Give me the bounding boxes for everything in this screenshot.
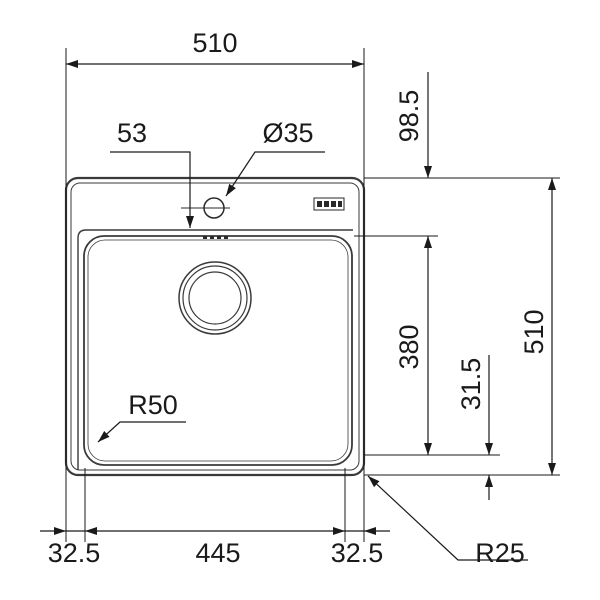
dim-line-corner-radius	[367, 475, 528, 561]
extension-lines	[65, 48, 560, 542]
label-height-right: 510	[519, 309, 549, 354]
label-bowl-width: 445	[195, 538, 240, 568]
drain-outlet	[178, 261, 252, 335]
drain-inner-ring	[188, 271, 242, 325]
label-tap-hole: Ø35	[262, 118, 313, 148]
dim-line-bowl-radius	[97, 421, 186, 443]
label-tap-offset: 53	[117, 118, 147, 148]
bowl-inner-outline	[87, 239, 349, 462]
label-bowl-depth: 380	[394, 324, 424, 369]
sink-body	[64, 176, 366, 477]
label-width-top: 510	[192, 28, 237, 58]
label-rim-left: 32.5	[48, 538, 101, 568]
drain-outer-ring	[178, 261, 252, 335]
sink-inner-rim	[70, 182, 360, 471]
dim-line-tap-hole	[225, 151, 325, 197]
label-bowl-radius: R50	[128, 390, 178, 420]
overflow-slot-icon	[313, 197, 345, 211]
drain-marker-icon	[203, 236, 228, 239]
label-rim-right: 32.5	[331, 538, 384, 568]
dim-line-tap-offset	[110, 151, 194, 228]
drain-ring	[182, 265, 248, 331]
label-upper-gap: 98.5	[394, 90, 424, 143]
dimension-labels: 510 53 Ø35 98.5 380 31.5 510 R50 32.5 44…	[48, 28, 549, 568]
bowl-outline	[83, 235, 353, 466]
label-corner-radius: R25	[475, 538, 525, 568]
label-lower-gap: 31.5	[456, 358, 486, 411]
dimension-lines	[40, 60, 556, 561]
tap-deck-step	[77, 229, 353, 470]
